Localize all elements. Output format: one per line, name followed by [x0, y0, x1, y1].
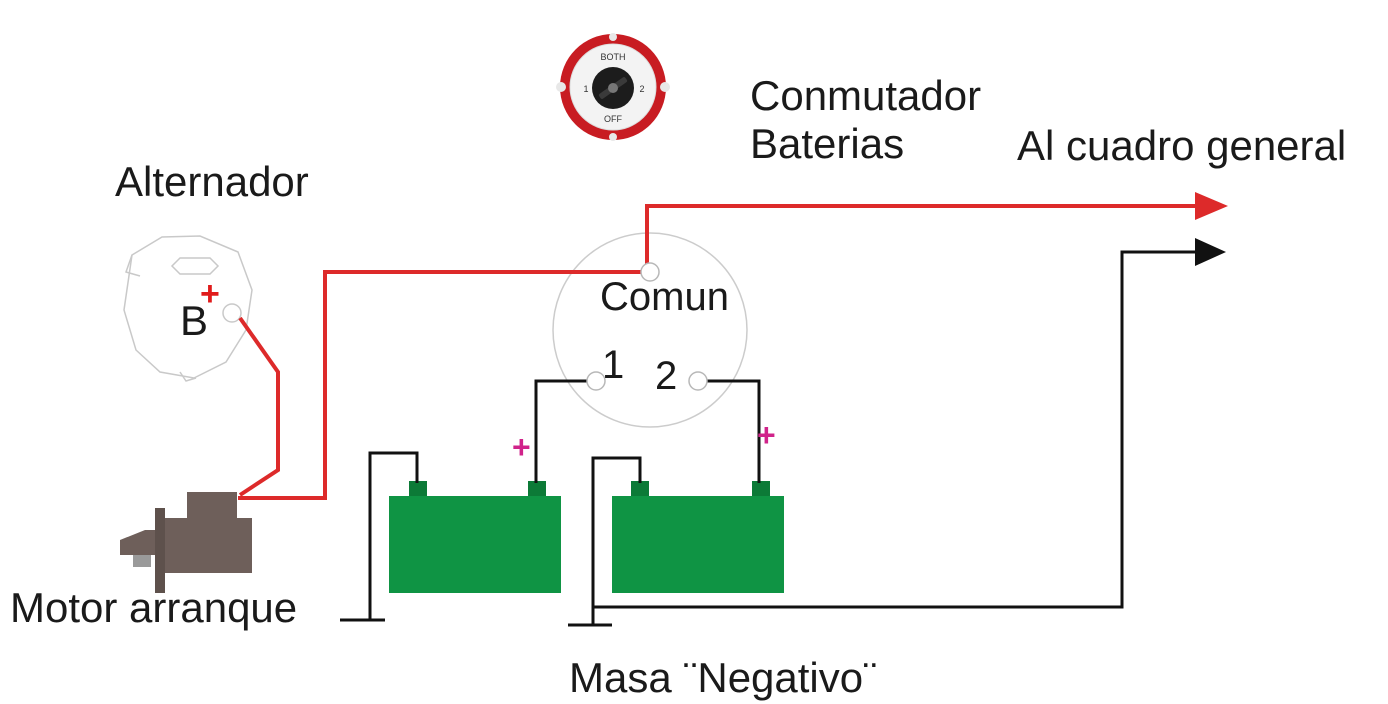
switch-title-line2: Baterias [750, 120, 904, 167]
battery-switch-photo: BOTH 1 2 OFF [556, 33, 670, 141]
panel-label: Al cuadro general [1017, 122, 1346, 169]
terminal-1 [586, 371, 606, 391]
battery-2-positive-terminal [752, 481, 770, 497]
switch-title-line1: Conmutador [750, 72, 981, 119]
wire-starter-to-common [238, 270, 643, 500]
terminal-common [640, 262, 660, 282]
switch-dial-one: 1 [583, 84, 588, 94]
alternator-plus-sign: + [200, 275, 220, 313]
switch-dial-off: OFF [604, 114, 622, 124]
battery-2-plus-sign: + [757, 417, 776, 453]
battery-1-positive-terminal [528, 481, 546, 497]
switch-dial-both: BOTH [600, 52, 625, 62]
positive-arrow-head [1195, 192, 1228, 220]
battery-1 [389, 481, 561, 593]
wire-battery2-negative-to-ground [591, 456, 642, 625]
switch-dial-two: 2 [639, 84, 644, 94]
alternator-label: Alternador [115, 158, 309, 205]
wire-terminal2-to-battery2 [705, 379, 761, 483]
common-label: Comun [600, 275, 729, 319]
alternator [123, 235, 253, 382]
terminal-1-label: 1 [602, 343, 624, 387]
battery-2-negative-terminal [631, 481, 649, 497]
wire-ground-to-panel [593, 250, 1200, 609]
battery-1-plus-sign: + [512, 429, 531, 465]
wire-battery1-negative-to-ground [368, 451, 419, 620]
starter-motor [120, 492, 252, 593]
wire-alternator-to-starter [238, 316, 280, 497]
wire-terminal1-to-battery1 [534, 379, 592, 483]
terminal-2 [688, 371, 708, 391]
alternator-terminal-label: B [180, 297, 208, 344]
battery-1-negative-terminal [409, 481, 427, 497]
negative-arrow-head [1195, 238, 1226, 266]
terminal-2-label: 2 [655, 354, 677, 398]
switch-outline [552, 232, 748, 428]
battery-2 [612, 481, 784, 593]
starter-label: Motor arranque [10, 584, 297, 631]
ground-label: Masa ¨Negativo¨ [569, 654, 877, 701]
wire-common-to-panel [645, 204, 1200, 272]
